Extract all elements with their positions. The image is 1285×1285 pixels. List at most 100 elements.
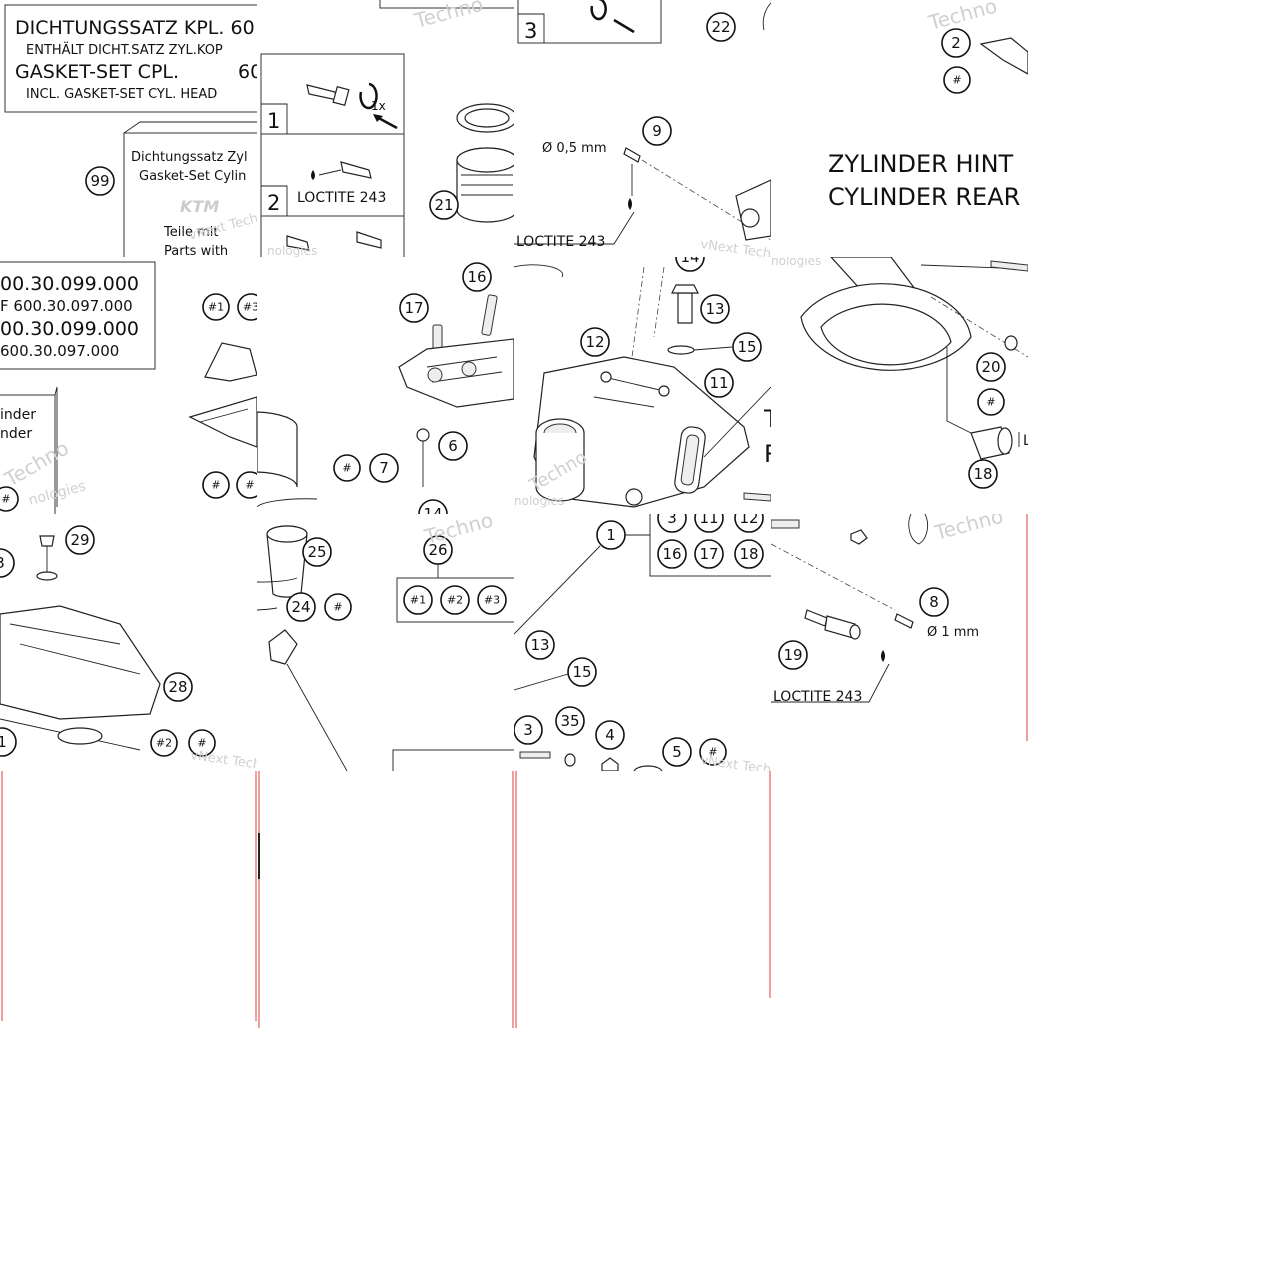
tile-temp-sensor: 8 Ø 1 mm 19 LOCTITE 243 Techno [771,514,1028,771]
callout-12: 12 [580,327,610,357]
arrow-icon [613,18,635,34]
callout-17: 17 [694,539,724,569]
svg-text:#: # [986,396,995,409]
svg-text:#3: #3 [243,301,257,314]
tile-valve-cover: 29 3 28 1 #2 # vNext Technologies [0,514,257,771]
callout-hash: # [0,486,19,512]
callout-hash-1: #1 [403,585,433,615]
gasket-title-de: DICHTUNGSSATZ KPL. 60 [15,17,255,39]
loctite-label-step2: LOCTITE 243 [297,190,386,206]
svg-text:9: 9 [652,122,662,140]
callout-hash-2: #2 [440,585,470,615]
callout-14: 14 [675,257,705,272]
svg-text:#: # [333,601,342,614]
svg-text:7: 7 [379,459,389,477]
callout-28: 28 [163,672,193,702]
tile-blank [0,771,257,1028]
mini-card-line2: nder [0,426,32,442]
svg-text:21: 21 [434,196,453,214]
callout-hash: # [977,388,1005,416]
svg-text:26: 26 [428,541,447,559]
callout-hash: # [943,66,971,94]
svg-text:1: 1 [0,733,7,751]
svg-text:17: 17 [404,299,423,317]
svg-text:29: 29 [70,531,89,549]
callout-1: 1 [596,520,626,550]
watermark: Techno [421,514,496,549]
svg-text:#: # [1,493,10,506]
callout-4: 4 [595,720,625,750]
callout-hash: #1 [202,293,230,321]
callout-13: 13 [700,294,730,324]
valve-cover-part [0,605,161,720]
callout-24: 24 [286,592,316,622]
tile-cylinder-head: 14 13 12 15 11 TEN R nolo [514,257,771,514]
loctite-drop-icon [881,650,885,662]
callout-2: 2 [941,28,971,58]
watermark: Techno [931,514,1006,545]
svg-text:24: 24 [291,598,310,616]
svg-text:12: 12 [585,333,604,351]
callout-25: 25 [302,537,332,567]
callout-8: 8 [919,587,949,617]
diameter-label-large: Ø 1 mm [927,625,979,640]
callout-13: 13 [525,630,555,660]
svg-text:13: 13 [530,636,549,654]
svg-text:#: # [211,479,220,492]
svg-text:35: 35 [560,712,579,730]
ktm-logo: KTM [180,197,219,216]
svg-text:14: 14 [680,257,699,266]
svg-text:8: 8 [929,593,939,611]
svg-text:5: 5 [672,743,682,761]
gasket-title-en-suffix: 60 [238,61,257,83]
callout-3: 3 [657,514,687,533]
svg-text:6: 6 [448,437,458,455]
tile-assembly-steps: 1 2 1x LOCTITE 243 21 [257,0,514,257]
cylinder-title-en: CYLINDER REAR [828,183,1020,211]
cylinder-title-fragment-de: TEN [763,405,771,433]
step-1-label: 1 [267,109,280,133]
callout-16: 16 [462,262,492,292]
svg-text:#: # [245,479,254,492]
callout-29: 29 [65,525,95,555]
callout-hash: # [333,454,361,482]
loctite-label-18: L [1023,433,1028,449]
tile-blank [257,771,514,1028]
step-2-label: 2 [267,191,280,215]
svg-text:22: 22 [711,18,730,36]
svg-text:11: 11 [699,514,718,527]
svg-text:#: # [952,74,961,87]
callout-20: 20 [976,352,1006,382]
svg-text:28: 28 [168,678,187,696]
card-title-de: Dichtungssatz Zyl [131,150,248,165]
svg-text:3: 3 [667,514,677,527]
diameter-label-small: Ø 0,5 mm [542,141,607,156]
callout-21: 21 [429,190,459,220]
part-number-3: 00.30.099.000 [0,318,139,340]
svg-text:3: 3 [0,554,5,572]
tile-step3-sensor: 3 22 9 Ø 0,5 mm LOCTITE 243 vNext Techno… [514,0,771,257]
svg-text:14: 14 [423,505,442,514]
callout-hash: # [324,593,352,621]
svg-text:4: 4 [605,726,615,744]
callout-99: 99 [85,166,115,196]
svg-text:11: 11 [709,374,728,392]
step-3-label: 3 [524,19,537,43]
callout-26: 26 [423,535,453,565]
callout-17: 17 [399,293,429,323]
part-number-1: 00.30.099.000 [0,273,139,295]
svg-text:17: 17 [699,545,718,563]
callout-1: 1 [0,727,17,757]
svg-text:#1: #1 [208,301,224,314]
watermark: vNext Technologies [699,237,771,257]
svg-text:3: 3 [523,721,533,739]
svg-text:12: 12 [739,514,758,527]
callout-hash: #2 [150,729,178,757]
callout-11: 11 [694,514,724,533]
card-title-en: Gasket-Set Cylin [139,169,246,184]
part-number-2: F 600.30.097.000 [0,297,133,315]
svg-text:16: 16 [662,545,681,563]
card-note-1: Teile mit [163,225,218,240]
loctite-label-8: LOCTITE 243 [773,689,862,705]
svg-text:1: 1 [606,526,616,544]
